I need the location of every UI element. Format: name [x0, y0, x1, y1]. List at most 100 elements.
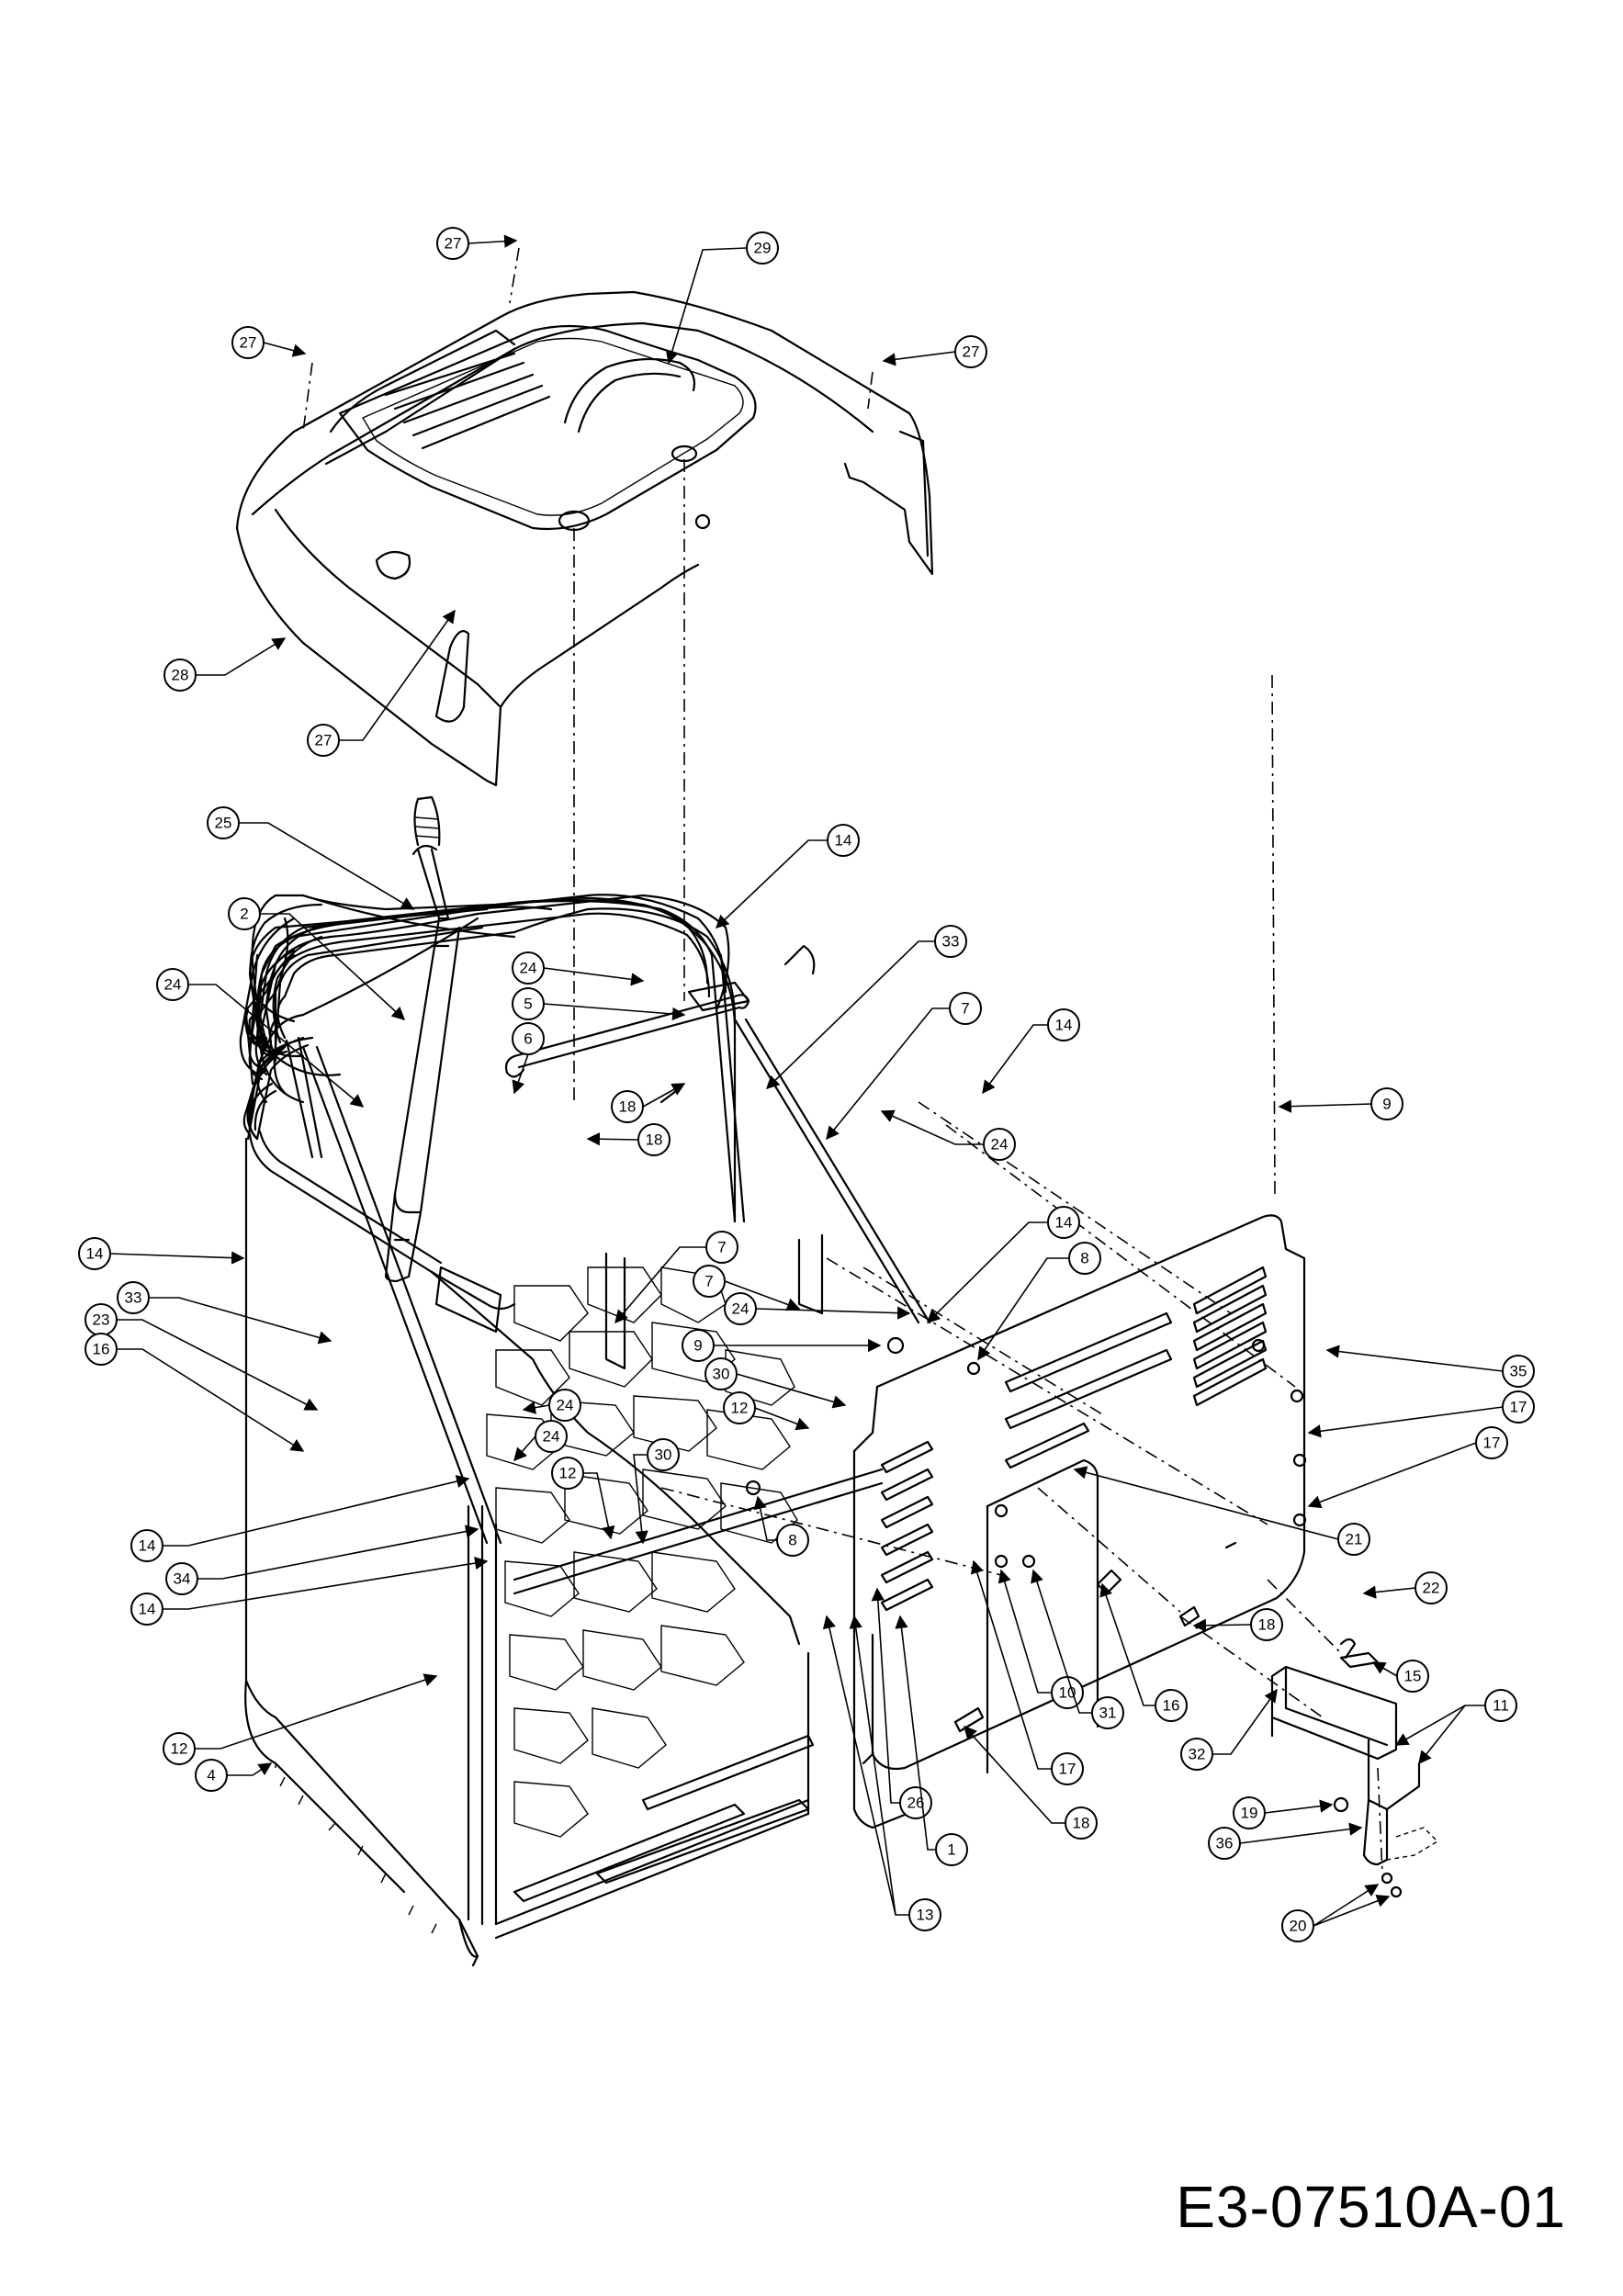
svg-text:24: 24: [520, 960, 537, 977]
arrowhead-icon: [1278, 1099, 1372, 1113]
callout-7-c: 7: [693, 1265, 726, 1298]
callout-18-a: 18: [611, 1090, 644, 1123]
document-code: E3-07510A-01: [1176, 2174, 1566, 2240]
arrowhead-icon: [765, 940, 935, 1090]
svg-text:2: 2: [240, 906, 248, 923]
callouts: 27 29 27 27 28 27 25 2 24 24 5 6 18 18 1…: [78, 227, 1535, 1942]
svg-text:33: 33: [125, 1289, 142, 1307]
callout-17-b: 17: [1475, 1426, 1508, 1459]
callout-18-d: 18: [1065, 1806, 1098, 1840]
svg-text:21: 21: [1346, 1531, 1363, 1548]
callout-33-a: 33: [934, 925, 967, 958]
arrowhead-icon: [1371, 1661, 1398, 1677]
hinge-bracket: [1270, 1665, 1439, 1898]
svg-text:12: 12: [171, 1740, 188, 1758]
svg-text:18: 18: [1258, 1616, 1276, 1634]
svg-text:7: 7: [961, 1000, 969, 1018]
arrowhead-icon: [1362, 1585, 1416, 1599]
arrowhead-icon: [1073, 1466, 1339, 1540]
arrowhead-icon: [736, 1373, 847, 1409]
svg-text:27: 27: [240, 334, 257, 352]
callout-24-f: 24: [535, 1420, 568, 1453]
svg-text:13: 13: [917, 1907, 934, 1924]
arrowhead-icon: [754, 1407, 810, 1431]
svg-text:36: 36: [1216, 1835, 1234, 1852]
arrowhead-icon: [512, 1053, 529, 1095]
arrowhead-icon: [964, 1725, 1065, 1824]
svg-text:34: 34: [174, 1570, 191, 1588]
arrowhead-icon: [195, 1673, 438, 1750]
callout-4: 4: [195, 1759, 228, 1792]
arrowhead-icon: [583, 1472, 615, 1540]
callout-24-d: 24: [724, 1292, 757, 1325]
svg-text:17: 17: [1059, 1761, 1076, 1778]
arrowhead-icon: [1031, 1569, 1092, 1714]
callout-27-c: 27: [954, 335, 987, 368]
svg-text:24: 24: [543, 1428, 560, 1446]
arrowhead-icon: [196, 637, 287, 676]
svg-text:27: 27: [315, 732, 332, 749]
callout-30-b: 30: [647, 1438, 680, 1471]
arrowhead-icon: [586, 1132, 639, 1146]
arrowhead-icon: [117, 1348, 305, 1452]
svg-text:6: 6: [524, 1030, 532, 1048]
callout-10: 10: [1051, 1676, 1084, 1709]
assembly-lines: [302, 247, 1383, 1874]
svg-text:14: 14: [139, 1601, 156, 1618]
svg-text:33: 33: [942, 933, 960, 951]
hardware: [745, 1336, 1380, 1733]
callout-8-a: 8: [1068, 1242, 1101, 1275]
arrowhead-icon: [724, 1280, 801, 1311]
callout-31: 31: [1091, 1696, 1124, 1729]
svg-text:20: 20: [1290, 1918, 1307, 1935]
svg-text:7: 7: [704, 1273, 713, 1290]
arrowhead-icon: [1307, 1406, 1504, 1438]
svg-text:26: 26: [907, 1795, 925, 1812]
arrowhead-icon: [1394, 1705, 1485, 1746]
arrowhead-icon: [633, 1454, 648, 1545]
callout-30-a: 30: [704, 1357, 738, 1390]
arrowhead-icon: [468, 234, 518, 248]
callout-15: 15: [1396, 1660, 1429, 1693]
callout-14-a: 14: [827, 824, 860, 857]
arrowhead-icon: [1418, 1705, 1466, 1765]
callout-14-e: 14: [130, 1529, 163, 1562]
callout-17-c: 17: [1051, 1752, 1084, 1785]
svg-text:11: 11: [1493, 1697, 1509, 1715]
arrowhead-icon: [1325, 1345, 1504, 1372]
callout-9-a: 9: [1370, 1087, 1403, 1120]
callout-14-c: 14: [78, 1237, 111, 1270]
arrowhead-icon: [227, 1762, 273, 1776]
svg-text:15: 15: [1404, 1668, 1422, 1685]
arrowhead-icon: [822, 1615, 909, 1916]
svg-text:9: 9: [693, 1337, 702, 1355]
callout-7-a: 7: [949, 992, 982, 1025]
callout-22: 22: [1414, 1571, 1448, 1604]
arrowhead-icon: [614, 1246, 706, 1324]
arrowhead-icon: [871, 1587, 900, 1804]
arrowhead-icon: [970, 1559, 1052, 1770]
outer-loop: [246, 1096, 259, 1141]
svg-text:27: 27: [963, 343, 980, 361]
arrowhead-icon: [715, 839, 828, 929]
callout-14-d: 14: [1047, 1206, 1080, 1239]
arrowhead-icon: [522, 1401, 550, 1414]
arrowhead-icon: [826, 1007, 950, 1141]
svg-text:12: 12: [559, 1465, 577, 1482]
arrowhead-icon: [849, 1615, 896, 1916]
svg-text:7: 7: [717, 1239, 726, 1256]
svg-text:17: 17: [1510, 1399, 1527, 1416]
arrowhead-icon: [753, 1495, 777, 1541]
arrowhead-icon: [163, 1556, 489, 1610]
callout-18-c: 18: [1250, 1608, 1283, 1641]
callout-28: 28: [163, 658, 197, 692]
arrowhead-icon: [188, 984, 365, 1108]
svg-text:14: 14: [1055, 1214, 1073, 1232]
callout-36: 36: [1208, 1827, 1241, 1860]
callout-18-b: 18: [637, 1123, 671, 1156]
bag-mesh: [430, 1266, 815, 1940]
svg-text:30: 30: [713, 1366, 730, 1383]
arrowhead-icon: [982, 1024, 1048, 1095]
arrowhead-icon: [239, 822, 415, 910]
callout-24-e: 24: [548, 1389, 581, 1422]
